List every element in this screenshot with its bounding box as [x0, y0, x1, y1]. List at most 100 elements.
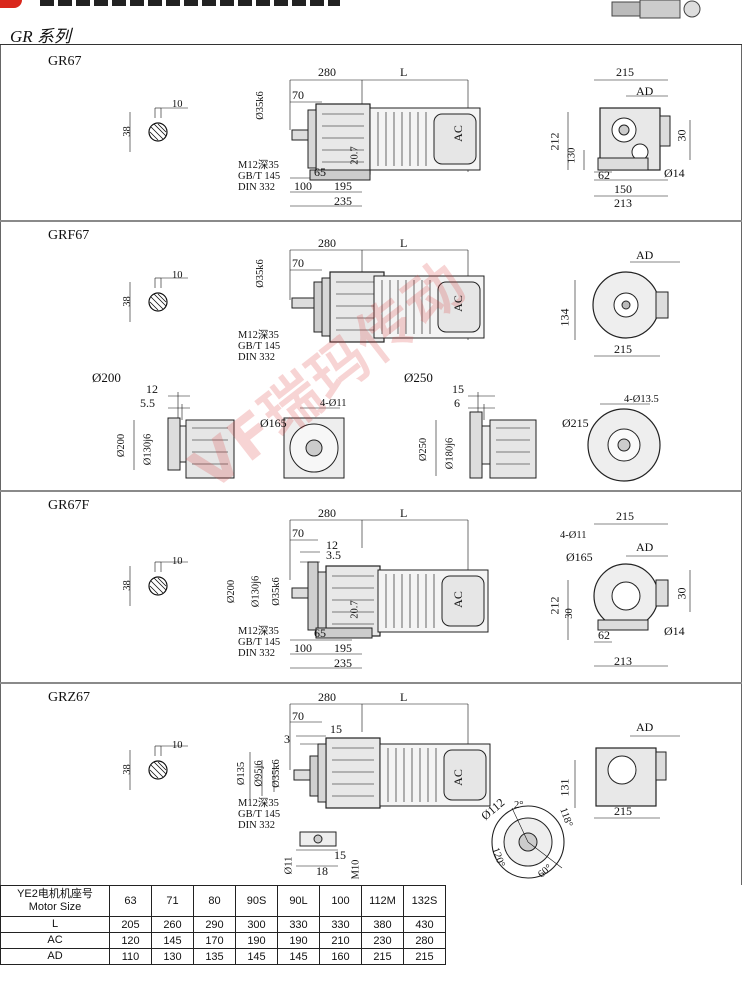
thread-din: DIN 332 — [238, 648, 276, 659]
size-cell: 80 — [193, 885, 236, 917]
end-b3: 213 — [614, 196, 632, 210]
panel-divider — [0, 682, 742, 684]
table-cell: 170 — [193, 932, 236, 949]
flange-title-250: Ø250 — [404, 370, 433, 385]
table-cell: 210 — [319, 932, 362, 949]
table-cell: 145 — [277, 948, 320, 965]
end-height: 212 — [547, 132, 562, 151]
thread-standard: GB/T 145 — [238, 809, 281, 820]
flange-dim: Ø130j6 — [142, 433, 154, 466]
flange-pcd: Ø215 — [562, 416, 589, 430]
thread-standard: GB/T 145 — [238, 637, 281, 648]
dim-ac: AC — [450, 591, 465, 608]
dim-a: 70 — [292, 526, 304, 540]
thread-spec: M12深35 — [238, 160, 279, 171]
dim-b4: 235 — [334, 194, 352, 208]
model-title-grf67: GRF67 — [48, 228, 90, 243]
size-cell: 112M — [361, 885, 404, 917]
size-cell: 63 — [109, 885, 152, 917]
dim-motor-length: L — [400, 65, 408, 79]
flange-dim: 12 — [146, 382, 158, 396]
end-holes: 4-Ø11 — [560, 530, 587, 541]
gearbox-thumbnail — [611, 0, 701, 19]
dim-h: 20.7 — [349, 146, 361, 165]
table-cell: 230 — [361, 932, 404, 949]
end-hole: Ø14 — [664, 166, 685, 180]
dim-ac: AC — [450, 769, 465, 786]
size-cell: 90S — [235, 885, 278, 917]
dim-length: 280 — [318, 506, 336, 520]
end-width: 215 — [616, 509, 634, 523]
flange-title-200: Ø200 — [92, 370, 121, 385]
thread-din: DIN 332 — [238, 352, 276, 363]
table-cell: 145 — [235, 948, 278, 965]
dim-motor-length: L — [400, 236, 408, 250]
model-title-gr67: GR67 — [48, 54, 82, 69]
table-cell: 215 — [361, 948, 404, 965]
dim-shaft-diameter: Ø35k6 — [254, 91, 266, 120]
table-cell: 380 — [361, 916, 404, 933]
dim-length: 280 — [318, 690, 336, 704]
end-b1: 62 — [598, 628, 610, 642]
dim-b4: 235 — [334, 656, 352, 670]
thread-din: DIN 332 — [238, 820, 276, 831]
size-cell: 71 — [151, 885, 194, 917]
key-width: 10 — [172, 99, 183, 110]
table-cell: 205 — [109, 916, 152, 933]
end-ad: AD — [636, 84, 654, 98]
dim-motor-length: L — [400, 690, 408, 704]
dim-b1: 65 — [314, 626, 326, 640]
flange-dim: Ø250 — [418, 437, 430, 462]
end-width: 215 — [614, 804, 632, 818]
table-cell: 290 — [193, 916, 236, 933]
table-cell: 120 — [109, 932, 152, 949]
table-cell: 330 — [277, 916, 320, 933]
table-row: L 205 260 290 300 330 330 380 430 — [0, 916, 733, 933]
table-cell: 300 — [235, 916, 278, 933]
end-width: 215 — [614, 342, 632, 356]
dim-a2: 12 — [326, 538, 338, 552]
row-label: AC — [0, 932, 110, 949]
row-label: AD — [0, 948, 110, 965]
flange-dim: 6 — [454, 396, 460, 410]
table-cell: 190 — [235, 932, 278, 949]
flange-dim: 15 — [452, 382, 464, 396]
dim-spigot-d: Ø130j6 — [250, 575, 262, 608]
dim-ac: AC — [450, 295, 465, 312]
header-decoration — [40, 0, 340, 6]
dim-b3: 195 — [334, 641, 352, 655]
dim-a3: 3 — [284, 732, 290, 746]
top-rule — [0, 44, 742, 45]
size-cell: 100 — [319, 885, 362, 917]
panel-divider — [0, 220, 742, 222]
tap-diameter: Ø11 — [283, 856, 295, 875]
end-b2: 150 — [614, 182, 632, 196]
end-width: 215 — [616, 65, 634, 79]
dim-shaft-diameter: Ø35k6 — [270, 577, 282, 606]
dim-h: 20.7 — [349, 600, 361, 619]
end-hole: Ø14 — [664, 624, 685, 638]
end-height: 134 — [557, 308, 572, 327]
thread-spec: M12深35 — [238, 798, 279, 809]
table-spacer — [445, 885, 732, 965]
key-width: 10 — [172, 740, 183, 751]
dim-a: 70 — [292, 88, 304, 102]
table-cell: 430 — [403, 916, 446, 933]
table-cell: 130 — [151, 948, 194, 965]
brand-logo — [0, 0, 22, 8]
table-cell: 110 — [109, 948, 152, 965]
thread-spec: M12深35 — [238, 330, 279, 341]
flange-dim: Ø180j6 — [444, 437, 456, 470]
tap-depth: 18 — [316, 864, 328, 878]
header-en: Motor Size — [28, 901, 82, 913]
table-cell: 215 — [403, 948, 446, 965]
flange-angle: 2° — [514, 800, 524, 811]
dim-b3: 195 — [334, 179, 352, 193]
thread-standard: GB/T 145 — [238, 171, 281, 182]
size-cell: 90L — [277, 885, 320, 917]
table-cell: 280 — [403, 932, 446, 949]
key-width: 10 — [172, 556, 183, 567]
end-pcd: Ø165 — [566, 550, 593, 564]
table-cell: 145 — [151, 932, 194, 949]
